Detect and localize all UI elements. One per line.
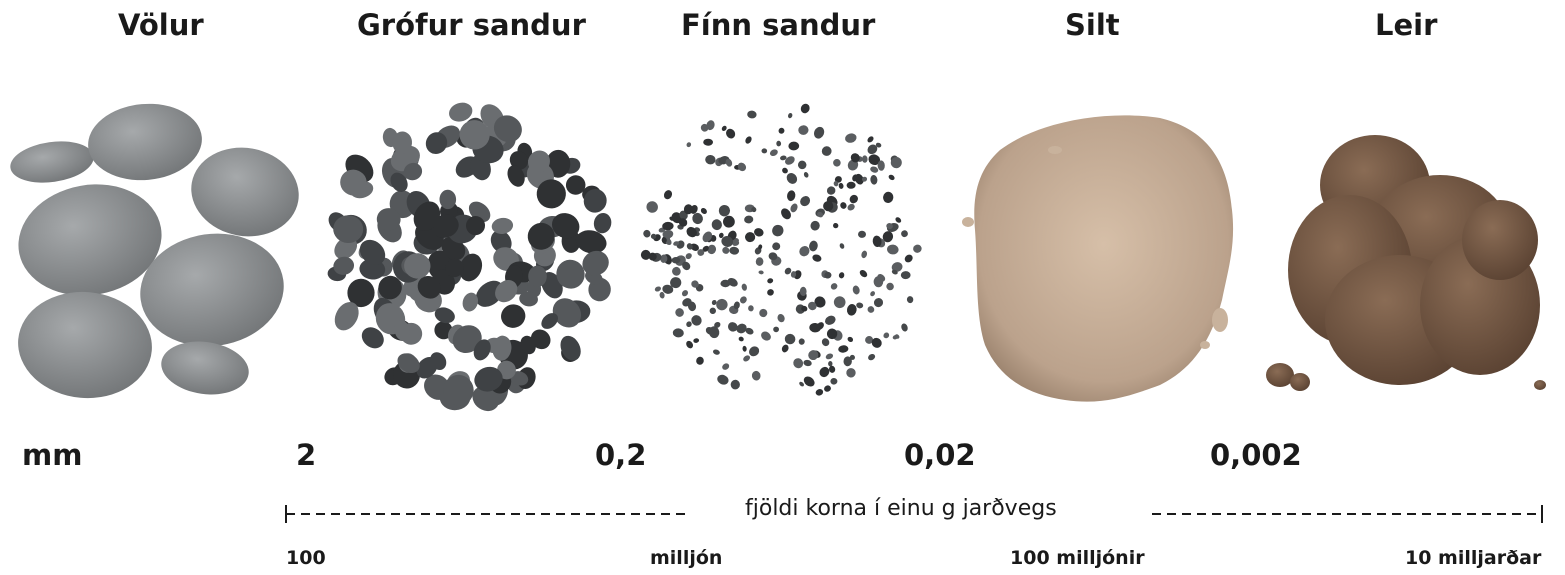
category-title-clay: Leir [1375,8,1438,42]
grain-count-label-100-million: 100 milljónir [1010,547,1145,569]
grain-count-label-million: milljón [650,547,723,569]
size-boundary-0-02: 0,02 [904,438,976,472]
category-title-coarse-sand: Grófur sandur [357,8,586,42]
grain-count-label-100: 100 [286,547,326,569]
grain-count-axis [285,505,1543,523]
clay-illustration [1266,135,1546,391]
size-unit-label: mm [22,438,83,472]
grain-count-label-10-billion: 10 milljarðar [1405,547,1542,569]
size-boundary-2: 2 [296,438,317,472]
category-title-volur: Völur [118,8,204,42]
size-boundary-0-2: 0,2 [595,438,647,472]
coarse-sand-illustration [327,102,612,412]
category-title-fine-sand: Fínn sandur [681,8,876,42]
size-boundary-0-002: 0,002 [1210,438,1302,472]
fine-sand-illustration [640,103,922,396]
grain-count-caption: fjöldi korna í einu g jarðvegs [745,496,1057,521]
pebbles-illustration [10,103,299,399]
category-title-silt: Silt [1065,8,1120,42]
silt-illustration [962,115,1234,402]
